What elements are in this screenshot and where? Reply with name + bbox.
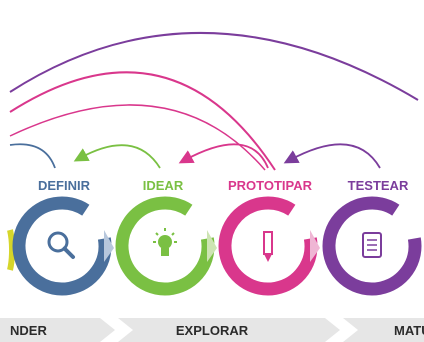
feedback-arc-pink-long <box>9 71 276 171</box>
phase-label-left: NDER <box>10 323 47 338</box>
lightbulb-icon <box>153 228 177 256</box>
stage-label-definir: DEFINIR <box>38 178 91 193</box>
stage-label-testear: TESTEAR <box>348 178 409 193</box>
ring-partial-left <box>7 229 16 271</box>
pencil-icon <box>263 231 273 262</box>
phase-arrow-right <box>343 318 424 342</box>
feedback-arc-purple-long <box>9 32 419 101</box>
magnifier-icon <box>47 231 75 259</box>
feedback-arc-pink <box>178 143 269 169</box>
phase-arrow-middle <box>118 318 340 342</box>
notepad-icon <box>362 232 382 258</box>
stage-label-idear: IDEAR <box>143 178 184 193</box>
stage-label-prototipar: PROTOTIPAR <box>228 178 313 193</box>
phase-label-right: MATU <box>394 323 424 338</box>
stage-ring-prototipar <box>218 196 320 296</box>
phase-arrow-left <box>0 318 115 342</box>
feedback-arc-purple <box>283 143 381 169</box>
stage-ring-testear <box>322 196 422 296</box>
phase-label-explorar: EXPLORAR <box>176 323 249 338</box>
feedback-arc-pink-mid <box>9 104 266 171</box>
stage-ring-definir <box>12 196 114 296</box>
feedback-arc-blue <box>9 143 56 169</box>
feedback-arc-green <box>73 144 161 169</box>
